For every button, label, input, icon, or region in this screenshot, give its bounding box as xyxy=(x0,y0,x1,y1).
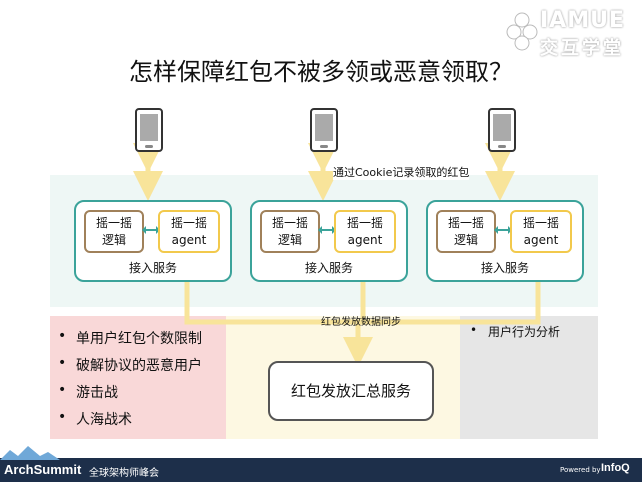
logo-text-primary: IAMUE xyxy=(540,8,625,33)
powered-by-label: Powered by xyxy=(560,466,601,474)
access-service-label: 接入服务 xyxy=(128,261,177,275)
list-item: 单用户红包个数限制 xyxy=(58,328,202,355)
flower-icon xyxy=(506,12,538,51)
sync-label: 红包发放数据同步 xyxy=(321,317,401,328)
shake-logic-box: 摇一摇 逻辑 xyxy=(84,210,144,253)
list-item: 游击战 xyxy=(58,382,202,409)
bidirectional-arrow-icon xyxy=(142,226,160,234)
bidirectional-arrow-icon xyxy=(318,226,336,234)
analysis-list: 用户行为分析 xyxy=(470,323,560,340)
cookie-note: 通过Cookie记录领取的红包 xyxy=(333,164,470,180)
phone-icon xyxy=(135,108,163,152)
logo-text-secondary: 交互学堂 xyxy=(540,38,624,59)
threat-list: 单用户红包个数限制 破解协议的恶意用户 游击战 人海战术 xyxy=(58,328,202,436)
bidirectional-arrow-icon xyxy=(494,226,512,234)
list-item: 人海战术 xyxy=(58,409,202,436)
infoq-logo: InfoQ xyxy=(601,462,630,474)
conference-name: 全球架构师峰会 xyxy=(89,468,159,479)
iamue-logo: IAMUE 交互学堂 xyxy=(506,6,636,59)
phone-icon xyxy=(488,108,516,152)
shake-agent-label: 摇一摇 agent xyxy=(170,216,207,247)
shake-agent-label: 摇一摇 agent xyxy=(346,216,383,247)
list-item: 用户行为分析 xyxy=(470,323,560,340)
access-service-node-3: 摇一摇 逻辑 摇一摇 agent 接入服务 xyxy=(426,200,584,282)
shake-agent-label: 摇一摇 agent xyxy=(522,216,559,247)
mountain-icon xyxy=(0,446,60,460)
phone-icon xyxy=(310,108,338,152)
access-service-label: 接入服务 xyxy=(304,261,353,275)
access-service-node-2: 摇一摇 逻辑 摇一摇 agent 接入服务 xyxy=(250,200,408,282)
shake-agent-box: 摇一摇 agent xyxy=(510,210,572,253)
summary-service-node: 红包发放汇总服务 xyxy=(268,361,434,421)
shake-logic-label: 摇一摇 逻辑 xyxy=(447,216,484,247)
shake-logic-box: 摇一摇 逻辑 xyxy=(436,210,496,253)
shake-agent-box: 摇一摇 agent xyxy=(334,210,396,253)
access-service-node-1: 摇一摇 逻辑 摇一摇 agent 接入服务 xyxy=(74,200,232,282)
brand-archsummit: ArchSummit xyxy=(4,462,82,477)
shake-logic-label: 摇一摇 逻辑 xyxy=(271,216,308,247)
shake-logic-label: 摇一摇 逻辑 xyxy=(95,216,132,247)
list-item: 破解协议的恶意用户 xyxy=(58,355,202,382)
access-service-label: 接入服务 xyxy=(480,261,529,275)
shake-agent-box: 摇一摇 agent xyxy=(158,210,220,253)
shake-logic-box: 摇一摇 逻辑 xyxy=(260,210,320,253)
footer-bar: ArchSummit 全球架构师峰会 Powered by InfoQ xyxy=(0,446,642,482)
page-title: 怎样保障红包不被多领或恶意领取？ xyxy=(129,58,513,86)
